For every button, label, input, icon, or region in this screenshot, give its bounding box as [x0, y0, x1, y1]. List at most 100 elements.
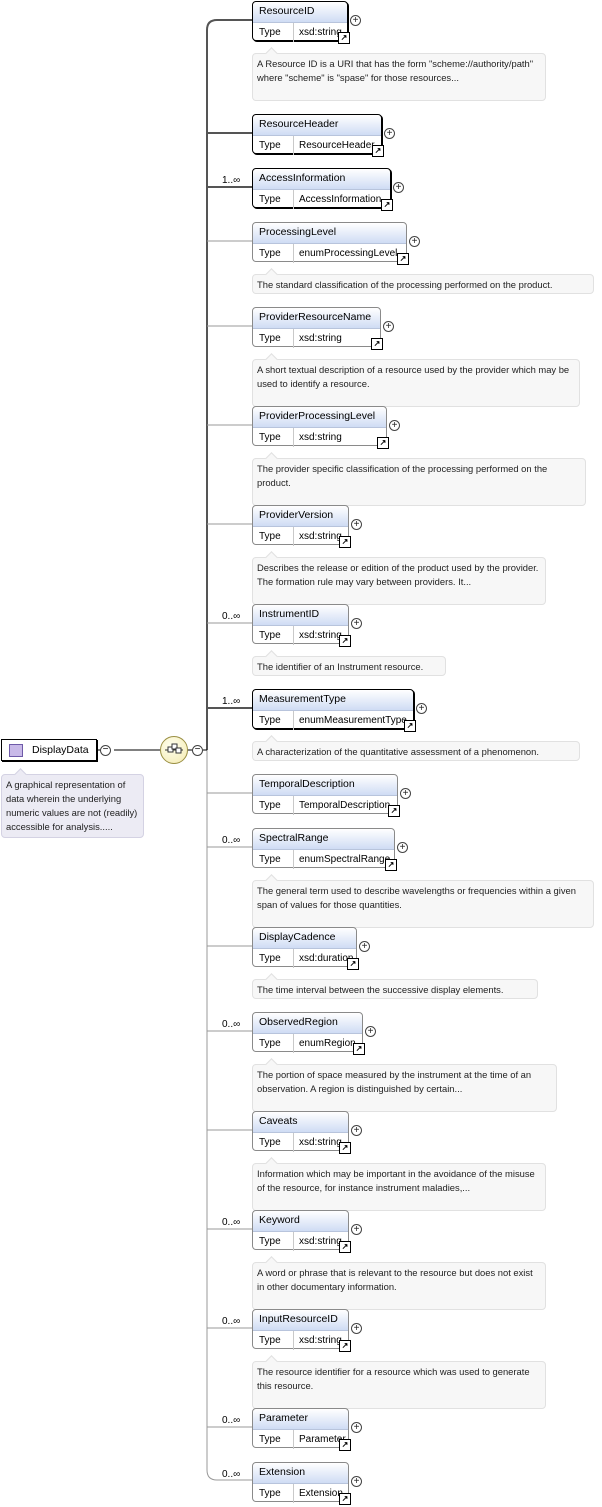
- type-label: Type: [259, 27, 281, 38]
- go-to-type-icon[interactable]: ↗: [377, 437, 389, 449]
- expand-keyword-icon[interactable]: +: [351, 1224, 362, 1235]
- go-to-type-icon[interactable]: ↗: [353, 1043, 365, 1055]
- go-to-type-icon[interactable]: ↗: [372, 145, 384, 157]
- type-separator: [293, 136, 294, 155]
- expand-temporaldescription-icon[interactable]: +: [400, 788, 411, 799]
- go-to-type-icon[interactable]: ↗: [347, 958, 359, 970]
- expand-providerversion-icon[interactable]: +: [351, 519, 362, 530]
- element-name: ProcessingLevel: [253, 223, 406, 244]
- documentation-caveats: Information which may be important in th…: [252, 1163, 546, 1211]
- documentation-providerprocessinglevel: The provider specific classification of …: [252, 458, 586, 506]
- type-label: Type: [259, 1236, 281, 1247]
- type-value: enumMeasurementType: [299, 715, 407, 726]
- go-to-type-icon[interactable]: ↗: [388, 805, 400, 817]
- documentation-text: A Resource ID is a URI that has the form…: [257, 58, 534, 83]
- go-to-type-icon[interactable]: ↗: [385, 859, 397, 871]
- collapse-sequence-icon[interactable]: −: [192, 745, 203, 756]
- go-to-type-icon[interactable]: ↗: [381, 199, 393, 211]
- go-to-type-icon[interactable]: ↗: [339, 1340, 351, 1352]
- go-to-type-icon[interactable]: ↗: [404, 720, 416, 732]
- documentation-text: The resource identifier for a resource w…: [257, 1366, 530, 1391]
- occurrence-label: 0..∞: [222, 1469, 241, 1480]
- type-separator: [293, 428, 294, 447]
- type-label: Type: [259, 531, 281, 542]
- element-name: ObservedRegion: [253, 1013, 362, 1034]
- go-to-type-icon[interactable]: ↗: [339, 1439, 351, 1451]
- type-label: Type: [259, 1335, 281, 1346]
- go-to-type-icon[interactable]: ↗: [339, 1142, 351, 1154]
- type-value: AccessInformation: [299, 194, 382, 205]
- expand-providerprocessinglevel-icon[interactable]: +: [389, 420, 400, 431]
- root-element-label: DisplayData: [32, 744, 89, 756]
- expand-parameter-icon[interactable]: +: [351, 1422, 362, 1433]
- type-separator: [293, 850, 294, 869]
- go-to-type-icon[interactable]: ↗: [339, 1241, 351, 1253]
- type-separator: [293, 1232, 294, 1251]
- go-to-type-icon[interactable]: ↗: [371, 338, 383, 350]
- type-separator: [293, 244, 294, 263]
- type-label: Type: [259, 800, 281, 811]
- type-value: xsd:string: [299, 432, 342, 443]
- expand-providerresourcename-icon[interactable]: +: [383, 321, 394, 332]
- collapse-root-icon[interactable]: −: [100, 745, 111, 756]
- go-to-type-icon[interactable]: ↗: [339, 635, 351, 647]
- documentation-text: A word or phrase that is relevant to the…: [257, 1267, 533, 1292]
- expand-measurementtype-icon[interactable]: +: [416, 703, 427, 714]
- go-to-type-icon[interactable]: ↗: [339, 1493, 351, 1505]
- expand-inputresourceid-icon[interactable]: +: [351, 1323, 362, 1334]
- element-icon: [9, 744, 23, 757]
- documentation-text: The portion of space measured by the ins…: [257, 1069, 532, 1094]
- documentation-text: Describes the release or edition of the …: [257, 562, 539, 587]
- go-to-type-icon[interactable]: ↗: [397, 253, 409, 265]
- expand-caveats-icon[interactable]: +: [351, 1125, 362, 1136]
- go-to-type-icon[interactable]: ↗: [339, 536, 351, 548]
- expand-processinglevel-icon[interactable]: +: [409, 236, 420, 247]
- go-to-type-icon[interactable]: ↗: [338, 32, 350, 44]
- type-separator: [293, 1484, 294, 1503]
- type-value: Parameter: [299, 1434, 346, 1445]
- type-label: Type: [259, 1038, 281, 1049]
- type-label: Type: [259, 715, 281, 726]
- expand-resourceheader-icon[interactable]: +: [384, 128, 395, 139]
- expand-displaycadence-icon[interactable]: +: [359, 941, 370, 952]
- documentation-measurementtype: A characterization of the quantitative a…: [252, 741, 580, 761]
- expand-spectralrange-icon[interactable]: +: [397, 842, 408, 853]
- expand-observedregion-icon[interactable]: +: [365, 1026, 376, 1037]
- type-separator: [293, 527, 294, 546]
- sequence-compositor-icon[interactable]: [160, 736, 188, 764]
- expand-extension-icon[interactable]: +: [351, 1476, 362, 1487]
- expand-accessinformation-icon[interactable]: +: [393, 182, 404, 193]
- expand-instrumentid-icon[interactable]: +: [351, 618, 362, 629]
- type-value: xsd:duration: [299, 953, 354, 964]
- expand-resourceid-icon[interactable]: +: [350, 15, 361, 26]
- documentation-text: A characterization of the quantitative a…: [257, 746, 539, 757]
- root-element-displaydata[interactable]: DisplayData: [1, 739, 97, 761]
- documentation-text: A short textual description of a resourc…: [257, 364, 570, 389]
